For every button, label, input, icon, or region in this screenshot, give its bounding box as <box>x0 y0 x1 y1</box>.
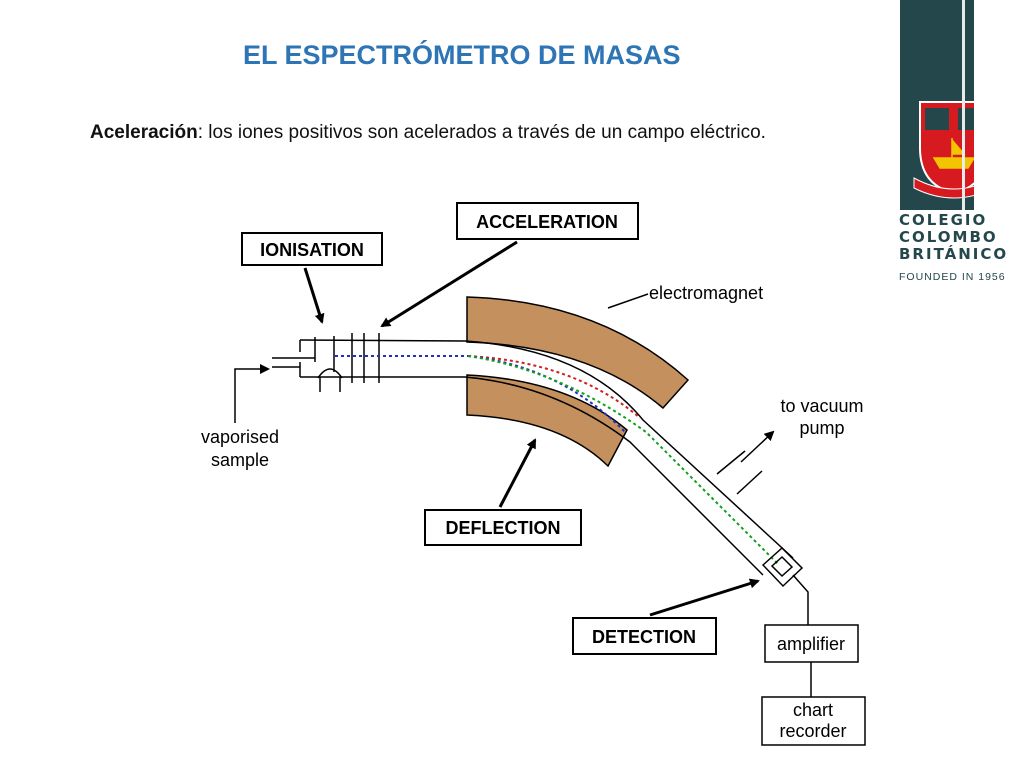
intro-text: : los iones positivos son acelerados a t… <box>197 122 766 143</box>
deflection-arrow <box>498 438 537 508</box>
vacuum-port <box>716 450 763 495</box>
sample-inlet-arrow <box>234 364 270 423</box>
chart-recorder-label-line1: chart <box>793 700 833 720</box>
ion-beam-blue <box>467 355 626 433</box>
detection-arrow <box>649 578 760 617</box>
vacuum-pump-label-line2: pump <box>799 418 844 438</box>
acceleration-arrow <box>380 240 518 328</box>
chart-recorder-label-line2: recorder <box>779 721 846 741</box>
brand-name-line1: COLEGIO <box>899 211 988 229</box>
flight-tube <box>299 339 794 576</box>
amplifier-label: amplifier <box>777 634 845 654</box>
deflection-label: DEFLECTION <box>446 518 561 538</box>
brand-block: COLEGIO COLOMBO BRITÁNICO FOUNDED IN 195… <box>899 211 1024 284</box>
brand-name-line3: BRITÁNICO <box>899 245 1009 263</box>
ion-beam-green <box>467 355 780 566</box>
ionisation-label-box <box>241 232 383 266</box>
deflection-label-box <box>424 509 582 546</box>
vaporised-sample-label-line1: vaporised <box>201 427 279 447</box>
detector <box>761 546 804 588</box>
electromagnet-label: electromagnet <box>649 283 763 303</box>
brand-name-line2: COLOMBO <box>899 228 998 246</box>
brand-founded: FOUNDED IN 1956 <box>899 271 1006 283</box>
detection-label-box <box>572 617 717 655</box>
vaporised-sample-label-line2: sample <box>211 450 269 470</box>
electromagnet-upper-pole <box>466 296 690 410</box>
vacuum-pump-label-line1: to vacuum <box>780 396 863 416</box>
detector-wire <box>792 574 809 625</box>
acceleration-label-box <box>456 202 639 240</box>
ion-beam-red <box>467 355 641 419</box>
brand-stripe <box>962 0 965 210</box>
chart-recorder-box <box>761 696 866 746</box>
ionisation-chamber <box>272 336 343 392</box>
slide-title: EL ESPECTRÓMETRO DE MASAS <box>243 40 681 70</box>
accelerating-plates <box>351 333 380 383</box>
amplifier-box <box>764 624 859 663</box>
crest-quarter-left <box>925 108 949 130</box>
detection-label: DETECTION <box>592 627 696 647</box>
acceleration-label: ACCELERATION <box>476 212 618 232</box>
intro-paragraph: Aceleración: los iones positivos son ace… <box>90 119 868 147</box>
electromagnet-lower-pole <box>466 374 628 468</box>
intro-term: Aceleración <box>90 122 198 143</box>
vacuum-pump-arrow <box>740 430 775 463</box>
electromagnet-pointer <box>607 293 649 309</box>
ionisation-label: IONISATION <box>260 240 364 260</box>
ionisation-arrow <box>303 267 325 324</box>
